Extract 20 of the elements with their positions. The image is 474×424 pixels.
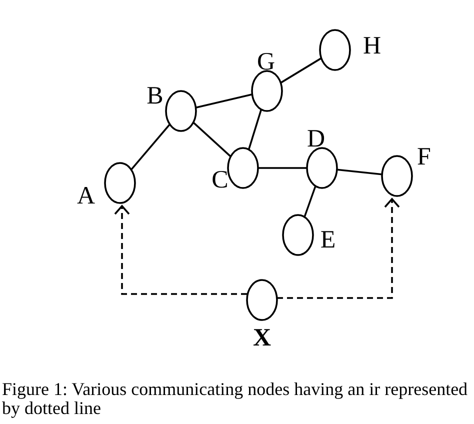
node-label: D (306, 126, 326, 152)
link-line (196, 94, 252, 108)
figure-caption: Figure 1: Various communicating nodes having an ir represented by dotted line (2, 380, 469, 418)
node-label: E (320, 228, 336, 252)
dashed-arrow (277, 198, 400, 299)
node-label: A (76, 184, 96, 208)
link-line (304, 186, 316, 218)
node-label: C (212, 168, 228, 192)
link-line (336, 168, 382, 176)
node-label: G (256, 50, 276, 74)
node-label: X (252, 326, 272, 350)
link-line (130, 124, 170, 170)
node-label: H (362, 34, 382, 58)
link-line (280, 57, 322, 84)
node-label: F (417, 144, 431, 170)
node-label: B (146, 84, 164, 108)
link-line (192, 122, 232, 158)
link-line (258, 167, 307, 169)
dashed-arrow (114, 205, 247, 295)
link-line (248, 109, 262, 150)
